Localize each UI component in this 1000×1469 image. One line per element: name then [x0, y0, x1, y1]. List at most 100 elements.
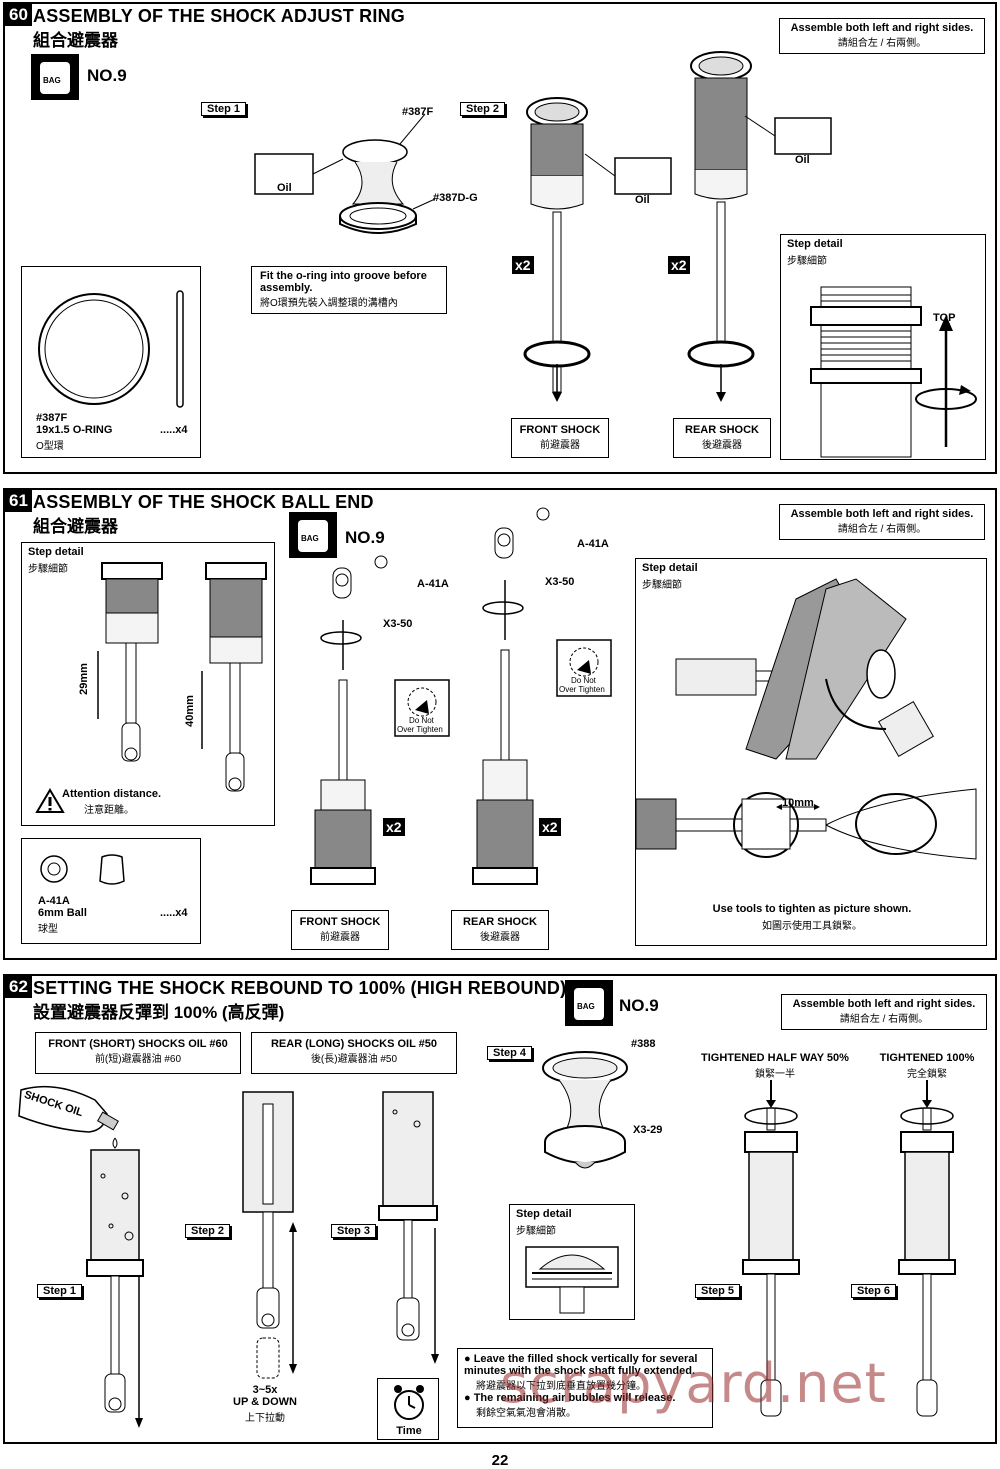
assemble-note: Assemble both left and right sides. 請組合左…	[779, 18, 985, 54]
shock-full-drawing	[898, 1080, 956, 1417]
shock-settle-drawing	[378, 1091, 439, 1364]
part-code: #387F	[36, 412, 68, 424]
step-detail-box: Step detail 步驟細節 10mm Use tools to tight…	[635, 558, 987, 946]
part-qty: .....x4	[160, 424, 188, 436]
front-shock-label: FRONT SHOCK 前避震器	[511, 418, 609, 458]
bag-number: NO.9	[87, 66, 127, 85]
part-label-cap: #388	[631, 1038, 656, 1050]
step-label: Step 1	[37, 1284, 83, 1298]
rear-shock-en: REAR SHOCK	[463, 916, 537, 928]
detail-drawing	[810, 286, 977, 458]
bag-number: NO.9	[619, 996, 659, 1015]
part-label-ring: #387D-G	[433, 192, 478, 204]
section-title: ASSEMBLY OF THE SHOCK ADJUST RING	[33, 6, 405, 26]
note-zh: 將避震器以下拉到底垂直放置幾分鐘。	[476, 1381, 646, 1392]
step-label: Step 6	[851, 1284, 897, 1298]
detail-zh: 步驟細節	[28, 564, 68, 575]
section-number: 62	[5, 976, 32, 998]
shock-fill-drawing	[86, 1149, 144, 1428]
tool-en: Use tools to tighten as picture shown.	[712, 903, 912, 915]
notes-box: ● Leave the filled shock vertically for …	[457, 1348, 713, 1428]
page-number: 22	[491, 1452, 509, 1469]
step-label: Step 4	[487, 1046, 533, 1060]
rear-shock-zh: 後避震器	[702, 440, 742, 451]
oil-rear-zh: 後(長)避震器油 #50	[310, 1054, 398, 1065]
note-zh: 剩餘空氣氣泡會消散。	[476, 1408, 576, 1419]
part-code: A-41A	[38, 895, 70, 907]
section-number: 60	[5, 4, 32, 26]
front-shock-zh: 前避震器	[320, 932, 360, 943]
cap-drawing	[542, 1051, 628, 1169]
note-bullet: ● The remaining air bubbles will release…	[464, 1392, 676, 1404]
warning-label: Do Not	[409, 716, 434, 725]
section-62: 62 SETTING THE SHOCK REBOUND TO 100% (HI…	[3, 974, 997, 1444]
multiplier-badge: x2	[668, 256, 690, 274]
note-zh: 請組合左 / 右兩側。	[837, 38, 927, 49]
note-en: Leave the filled shock vertically for se…	[464, 1353, 698, 1377]
front-shock-ballend-drawing	[310, 555, 450, 885]
assemble-note: Assemble both left and right sides. 請組合左…	[781, 994, 987, 1030]
oil-front-zh: 前(短)避震器油 #60	[94, 1054, 182, 1065]
full-zh: 完全鎖緊	[907, 1069, 947, 1080]
screw-label: X3-50	[383, 618, 413, 630]
distance-29mm: 29mm	[77, 663, 90, 695]
ball-icon	[40, 854, 125, 885]
detail-en: Step detail	[642, 562, 698, 574]
front-shock-zh: 前避震器	[540, 440, 580, 451]
part-name-zh: O型環	[36, 441, 64, 452]
oil-bottle-drawing	[18, 1085, 119, 1149]
section-subtitle: 設置避震器反彈到 100% (高反彈)	[33, 1003, 285, 1022]
time-box: Time	[377, 1378, 439, 1440]
note-en: The remaining air bubbles will release.	[473, 1392, 676, 1404]
oil-front-label: FRONT (SHORT) SHOCKS OIL #60 前(短)避震器油 #6…	[35, 1032, 241, 1074]
part-label-oring: #387F	[402, 106, 434, 118]
warning-icon	[35, 788, 65, 813]
rear-shock-en: REAR SHOCK	[685, 424, 759, 436]
step-label: Step 5	[695, 1284, 741, 1298]
step-detail-box: Step detail 步驟細節 TOP	[780, 234, 986, 460]
detail-en: Step detail	[516, 1208, 572, 1220]
ball-label: A-41A	[577, 538, 609, 550]
detail-zh: 步驟細節	[787, 256, 827, 267]
part-name: 19x1.5 O-RING	[36, 424, 113, 436]
note-zh: 請組合左 / 右兩側。	[839, 1014, 929, 1025]
time-label: Time	[396, 1425, 422, 1437]
assemble-note: Assemble both left and right sides. 請組合左…	[779, 504, 985, 540]
oil-rear-en: REAR (LONG) SHOCKS OIL #50	[270, 1038, 438, 1050]
tool-zh: 如圖示使用工具鎖緊。	[762, 921, 862, 932]
bag-icon-text: BAG	[577, 1002, 595, 1011]
top-label: TOP	[933, 312, 956, 324]
full-en: TIGHTENED 100%	[879, 1052, 975, 1064]
front-shock-drawing	[523, 97, 672, 402]
note-zh: 請組合左 / 右兩側。	[837, 524, 927, 535]
shock-half-drawing	[742, 1080, 800, 1417]
bag-icon-text: BAG	[301, 534, 319, 543]
bag-icon: BAG	[565, 980, 613, 1026]
step-detail-box: Step detail 步驟細節	[509, 1204, 635, 1320]
note-en: Assemble both left and right sides.	[790, 22, 974, 34]
bag-icon: BAG	[289, 512, 337, 558]
half-en: TIGHTENED HALF WAY 50%	[701, 1052, 849, 1064]
attention-en: Attention distance.	[62, 788, 162, 800]
detail-zh: 步驟細節	[516, 1226, 556, 1237]
part-list-box: #387F 19x1.5 O-RING .....x4 O型環	[21, 266, 201, 458]
warning-label: Do Not	[571, 676, 596, 685]
pliers-drawing	[675, 578, 935, 760]
front-shock-label: FRONT SHOCK 前避震器	[291, 910, 389, 950]
screw-label: X3-50	[545, 576, 575, 588]
note-en: Assemble both left and right sides.	[792, 998, 976, 1010]
oil-front-en: FRONT (SHORT) SHOCKS OIL #60	[48, 1038, 228, 1050]
step-label: Step 3	[331, 1224, 377, 1238]
step-detail-box: Step detail 步驟細節 29mm 40mm Attention dis…	[21, 542, 275, 826]
bag-icon: BAG	[31, 54, 79, 100]
instruction-zh: 將O環預先裝入調整環的溝槽內	[260, 298, 398, 309]
section-title: ASSEMBLY OF THE SHOCK BALL END	[33, 492, 374, 512]
step-label: Step 1	[201, 102, 247, 116]
step-label: Step 2	[185, 1224, 231, 1238]
oil-rear-label: REAR (LONG) SHOCKS OIL #50 後(長)避震器油 #50	[251, 1032, 457, 1074]
multiplier-badge: x2	[539, 818, 561, 836]
section-subtitle: 組合避震器	[33, 517, 118, 536]
shock-pump-drawing	[242, 1091, 297, 1379]
attention-zh: 注意距離。	[84, 805, 134, 816]
multiplier-badge: x2	[512, 256, 534, 274]
